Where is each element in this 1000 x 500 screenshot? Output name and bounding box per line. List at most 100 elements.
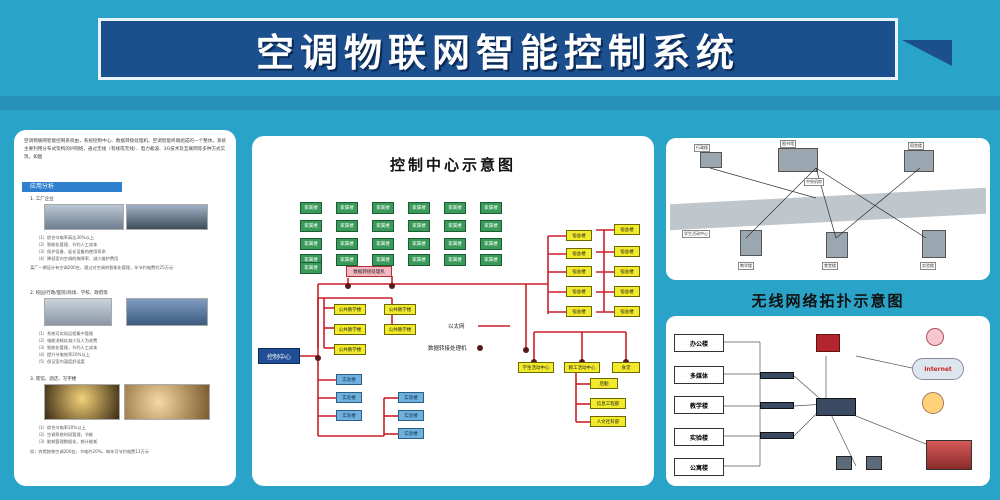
control-center-node: 控制中心 <box>258 348 300 364</box>
dorm-building: 家属楼 <box>408 238 430 250</box>
lab-5: 实验楼 <box>398 410 424 421</box>
core-switch-icon <box>816 398 856 416</box>
dorm2-10: 宿舍楼 <box>614 306 640 317</box>
building-library <box>778 148 818 172</box>
building-lab <box>922 230 946 258</box>
list-item: （2）空调系统时段管理，节能 <box>36 432 94 437</box>
dorm2-4: 宿舍楼 <box>566 286 592 297</box>
legend-ethernet-label: 以太网 <box>448 324 465 330</box>
building-photo <box>926 440 972 470</box>
dorm2-1: 宿舍楼 <box>566 230 592 241</box>
net-building-office: 办公楼 <box>674 334 724 352</box>
list-item: （1）综合节电率高达30%以上 <box>36 235 95 240</box>
application-panel: 空调物联网智能控制系统由，系统控制中心、数据转接处理机、空调智能终端组成的一个整… <box>14 130 236 486</box>
list-item: （4）降低室内空调的故障率、减少维护费用 <box>36 256 119 261</box>
control-center-panel: 控制中心示意图 <box>252 136 654 486</box>
factory-photo <box>44 204 124 230</box>
page-title: 空调物联网智能控制系统 <box>255 30 740 75</box>
building-dorm <box>904 150 934 172</box>
switch-icon <box>760 372 794 379</box>
background-stripe <box>0 96 1000 110</box>
map-label: 教学楼 <box>738 262 754 270</box>
computer-icon <box>836 456 852 470</box>
building-teaching <box>740 230 762 256</box>
section-title: 应用分析 <box>22 182 122 192</box>
map-label: 实验楼 <box>920 262 936 270</box>
net-building-teaching: 教学楼 <box>674 396 724 414</box>
public-teaching-1: 公共教学楼 <box>334 304 366 315</box>
map-label: 中央机房 <box>804 178 824 186</box>
dorm-building: 家属楼 <box>480 254 502 266</box>
list-item: （3）智能化管理，节约人工成本 <box>36 345 98 350</box>
dorm-building: 家属楼 <box>336 254 358 266</box>
dorm-building: 家属楼 <box>372 202 394 214</box>
title-banner: 空调物联网智能控制系统 <box>98 18 898 80</box>
map-label: 食堂楼 <box>822 262 838 270</box>
lobby-photo <box>124 384 210 420</box>
dorm-building: 家属楼 <box>408 220 430 232</box>
dorm-building: 家属楼 <box>444 254 466 266</box>
dorm-building: 家属楼 <box>336 238 358 250</box>
dorm2-5: 宿舍楼 <box>566 306 592 317</box>
map-label: 学生活动中心 <box>682 230 710 238</box>
intro-text: 空调物联网智能控制系统由，系统控制中心、数据转接处理机、空调智能终端组成的一个整… <box>24 139 227 160</box>
network-topology-panel: 办公楼 多媒体 教学楼 实验楼 公寓楼 Internet <box>666 316 990 486</box>
case-2-title: 2. 校园/行政/医院/商场、学校、政府等 <box>30 291 108 296</box>
case-1-title: 1. 工厂企业 <box>30 197 54 202</box>
dorm2-8: 宿舍楼 <box>614 266 640 277</box>
computer-icon <box>866 456 882 470</box>
lab-1: 实验楼 <box>336 374 362 385</box>
net-building-lab: 实验楼 <box>674 428 724 446</box>
dorm-building: 家属楼 <box>444 238 466 250</box>
diagram-title: 控制中心示意图 <box>389 156 516 174</box>
list-item: （3）保护设备、延长设备的使用寿命 <box>36 249 106 254</box>
dorm-building: 家属楼 <box>372 238 394 250</box>
campus-links <box>709 167 927 239</box>
office-item-1: 后勤 <box>590 378 618 389</box>
public-teaching-3: 公共教学楼 <box>334 344 366 355</box>
case-1-note: 某厂一期设计有空调200台，通过对空调的智能化管理，年节约电费约25万元 <box>30 265 174 270</box>
case-3-note: 如：宾馆按装空调200台，节电约20%，每年可节约电费13万元 <box>30 449 149 454</box>
lab-3: 实验楼 <box>336 410 362 421</box>
map-label: 宿舍楼 <box>908 142 924 150</box>
hotel-photo <box>44 384 120 420</box>
banner-decoration <box>902 40 952 66</box>
dorm-building: 家属楼 <box>480 238 502 250</box>
dorm-building: 家属楼 <box>444 202 466 214</box>
lab-6: 实验楼 <box>398 428 424 439</box>
network-wires <box>300 229 629 437</box>
user-icon <box>922 392 944 414</box>
office-item-2: 信息工程部 <box>590 398 626 409</box>
dorm-building: 家属楼 <box>300 262 322 274</box>
switch-icon <box>760 402 794 409</box>
canteen: 食堂 <box>612 362 640 373</box>
list-item: （2）智能化管理、节约人工成本 <box>36 242 98 247</box>
dorm-building: 家属楼 <box>300 238 322 250</box>
list-item: （1）系统可实现远程集中管理 <box>36 331 94 336</box>
data-processor-top: 数据转接处理机 <box>346 266 392 277</box>
dorm-building: 家属楼 <box>480 220 502 232</box>
dorm-building: 家属楼 <box>372 220 394 232</box>
net-building-media: 多媒体 <box>674 366 724 384</box>
user-icon <box>926 328 944 346</box>
public-teaching-4: 公共教学楼 <box>384 304 416 315</box>
dorm-building: 家属楼 <box>408 254 430 266</box>
dorm-building: 家属楼 <box>372 254 394 266</box>
dorm-building: 家属楼 <box>300 220 322 232</box>
dorm2-2: 宿舍楼 <box>566 248 592 259</box>
building-photo <box>126 298 208 326</box>
dorm-building: 家属楼 <box>480 202 502 214</box>
map-label: 行政楼 <box>694 144 710 152</box>
case-1-list: （1）综合节电率高达30%以上 （2）智能化管理、节约人工成本 （3）保护设备、… <box>36 234 226 262</box>
net-building-dorm: 公寓楼 <box>674 458 724 476</box>
dorm-building: 家属楼 <box>408 202 430 214</box>
firewall-icon <box>816 334 840 352</box>
list-item: （2）电能消耗化减少及人为浪费 <box>36 338 98 343</box>
staff-activity-center: 教工活动中心 <box>564 362 600 373</box>
student-activity-center: 学生活动中心 <box>518 362 554 373</box>
case-2-list: （1）系统可实现远程集中管理 （2）电能消耗化减少及人为浪费 （3）智能化管理，… <box>36 330 226 365</box>
list-item: （1）综合节电率20%以上 <box>36 425 86 430</box>
list-item: （4）提升节电效率20%以上 <box>36 352 90 357</box>
list-item: （5）保证室内温度舒适度 <box>36 359 85 364</box>
lab-4: 实验楼 <box>398 392 424 403</box>
